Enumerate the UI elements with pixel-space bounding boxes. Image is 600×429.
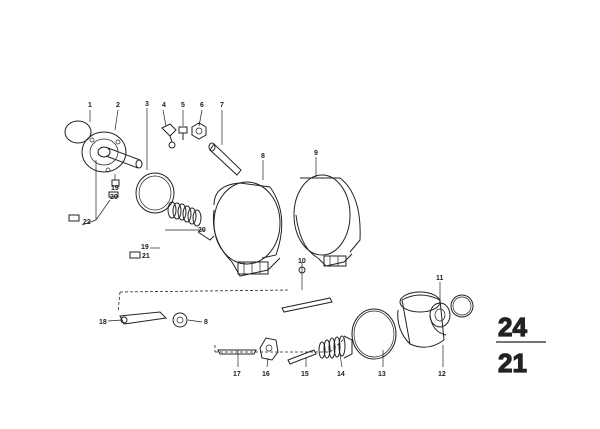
callout-numbers: 1 2 3 4 5 6 7 8 9 10 11 12 13 14 15 16 1… <box>83 101 446 378</box>
gasket-part-3 <box>135 172 175 214</box>
callout-5: 5 <box>181 102 185 109</box>
callout-10: 10 <box>298 258 306 265</box>
pin-part-15 <box>287 349 317 365</box>
section-number-bottom: 21 <box>498 348 527 378</box>
pin-part-7 <box>208 142 242 176</box>
callout-6: 6 <box>200 102 204 109</box>
callout-3: 3 <box>145 101 149 108</box>
leader-lines <box>81 108 444 368</box>
callout-2: 2 <box>116 102 120 109</box>
callout-17: 17 <box>233 371 241 378</box>
callout-8: 8 <box>261 153 265 160</box>
reference-boxes <box>68 191 141 259</box>
callout-19b: 19 <box>141 244 149 251</box>
section-number-top: 24 <box>498 312 527 342</box>
rod-part-23 <box>281 297 333 313</box>
housing-cover-part-2 <box>81 131 143 173</box>
callout-16: 16 <box>262 371 270 378</box>
assembly-dashed-lines <box>117 289 346 353</box>
callout-9: 9 <box>314 150 318 157</box>
spring-part-14 <box>318 335 353 359</box>
switch-part-4 <box>161 123 177 149</box>
piston-housing-part-12 <box>397 291 451 348</box>
brake-band-part-9 <box>293 174 361 267</box>
callout-4: 4 <box>162 102 166 109</box>
callout-13: 13 <box>378 371 386 378</box>
plate-part-17 <box>217 349 257 355</box>
brake-band-part-8 <box>212 181 283 277</box>
callout-19: 19 <box>111 185 119 192</box>
callout-14: 14 <box>337 371 345 378</box>
seal-ring-part-13 <box>351 308 397 360</box>
callout-22: 22 <box>83 219 91 226</box>
washer-part-10 <box>298 266 306 274</box>
plug-part-19 <box>111 174 120 187</box>
callout-20: 20 <box>198 227 206 234</box>
o-ring-part-11 <box>450 294 474 318</box>
callout-11: 11 <box>436 275 444 282</box>
section-number: 24 21 <box>496 311 546 379</box>
callout-21: 21 <box>142 253 150 260</box>
callout-15: 15 <box>301 371 309 378</box>
screw-part-5 <box>178 126 188 140</box>
callout-7: 7 <box>220 102 224 109</box>
lever-part-18 <box>119 311 168 325</box>
spring-part-20 <box>167 201 215 241</box>
o-ring-part-1 <box>64 120 92 144</box>
callout-1: 1 <box>88 102 92 109</box>
cap-part <box>172 312 188 328</box>
callout-8b: 8 <box>204 319 208 326</box>
callout-12: 12 <box>438 371 446 378</box>
bracket-part-16 <box>259 337 279 361</box>
nut-part-6 <box>191 122 207 140</box>
ref-20: 20 <box>110 194 118 201</box>
callout-18: 18 <box>99 319 107 326</box>
